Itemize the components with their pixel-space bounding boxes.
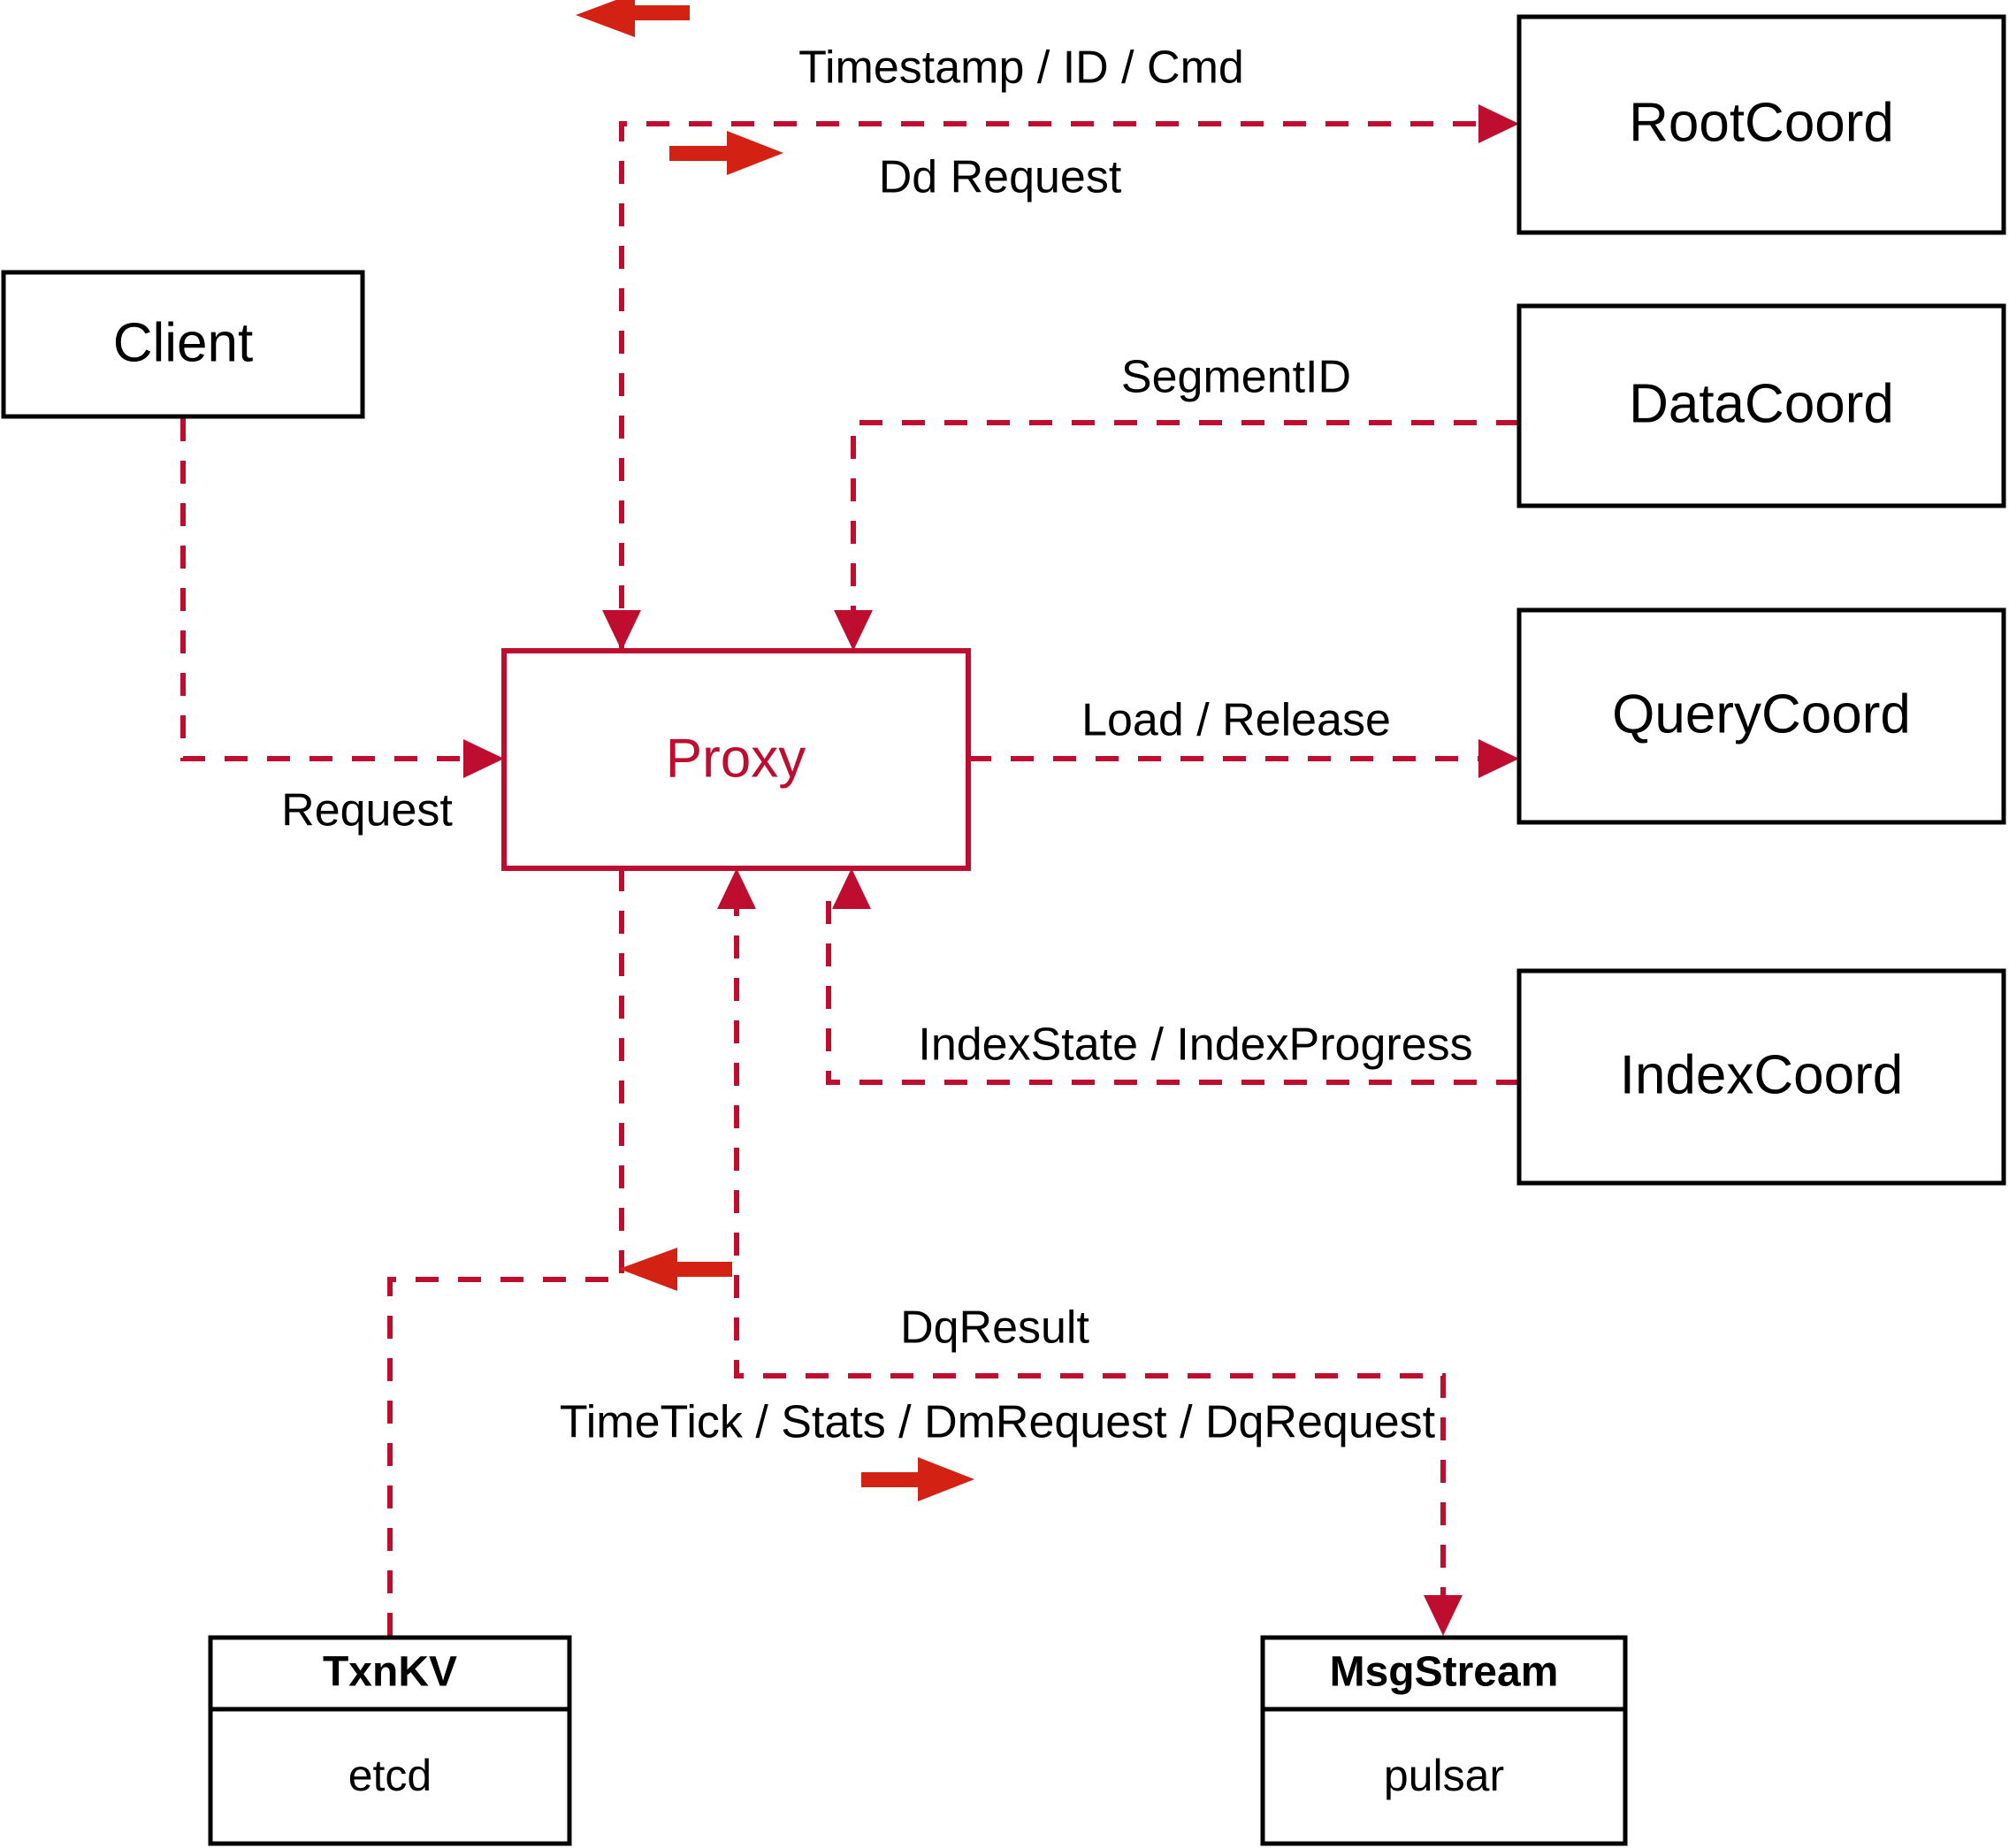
node-indexcoord-box[interactable]: [1516, 968, 2006, 1186]
edge-client-proxy: [180, 418, 504, 778]
edge-label-timetick-stats: TimeTick / Stats / DmRequest / DqRequest: [560, 1397, 1436, 1448]
node-indexcoord-label: IndexCoord: [1620, 1044, 1904, 1105]
node-datacoord-box[interactable]: [1516, 303, 2006, 508]
edge-client-proxy-arrowhead: [463, 739, 504, 778]
node-rootcoord[interactable]: RootCoord: [1516, 14, 2006, 235]
edge-proxy-msgstream-path: [734, 893, 1446, 1611]
edge-indexcoord-proxy-path: [826, 893, 1519, 1085]
node-client-label: Client: [113, 312, 254, 373]
edge-proxy-txnkv-path: [387, 868, 624, 1638]
node-proxy-label: Proxy: [666, 728, 806, 789]
node-querycoord[interactable]: QueryCoord: [1516, 607, 2006, 825]
edge-label-dd-request: Dd Request: [879, 152, 1122, 203]
node-proxy-box[interactable]: [501, 648, 971, 871]
edge-datacoord-proxy-arrowhead: [834, 610, 873, 651]
node-txnkv-box[interactable]: [208, 1635, 572, 1846]
edge-proxy-querycoord: [968, 739, 1519, 778]
node-msgstream-title: MsgStream: [1330, 1649, 1559, 1696]
node-datacoord-label: DataCoord: [1629, 373, 1894, 434]
direction-arrow-timestamp-head: [576, 0, 635, 37]
direction-arrow-dd-request: [669, 131, 783, 175]
edge-indexcoord-proxy: [826, 868, 1519, 1085]
direction-arrow-dqresult-tail: [674, 1262, 732, 1277]
direction-arrow-timetick-head: [918, 1457, 974, 1501]
node-proxy[interactable]: Proxy: [501, 648, 971, 871]
node-txnkv[interactable]: TxnKV etcd: [208, 1635, 572, 1846]
node-txnkv-title: TxnKV: [323, 1649, 457, 1696]
direction-arrow-dqresult-head: [619, 1248, 677, 1291]
edge-label-timestamp-id-cmd: Timestamp / ID / Cmd: [798, 42, 1244, 94]
edge-label-segment-id: SegmentID: [1121, 352, 1351, 403]
edge-proxy-txnkv: [387, 868, 624, 1638]
node-indexcoord[interactable]: IndexCoord: [1516, 968, 2006, 1186]
node-msgstream-box[interactable]: [1260, 1635, 1628, 1846]
direction-arrow-timetick-tail: [861, 1472, 925, 1487]
node-rootcoord-label: RootCoord: [1629, 92, 1894, 153]
direction-arrow-timetick: [861, 1457, 974, 1501]
node-rootcoord-box[interactable]: [1516, 14, 2006, 235]
node-client[interactable]: Client: [1, 270, 365, 419]
edge-proxy-rootcoord-arrowhead: [1478, 104, 1519, 143]
node-client-box[interactable]: [1, 270, 365, 419]
direction-arrow-timestamp: [576, 0, 690, 37]
edge-datacoord-proxy: [834, 420, 1519, 651]
direction-arrow-dd-request-head: [727, 131, 783, 175]
edge-proxy-msgstream-arrowhead: [1424, 1595, 1463, 1636]
direction-arrow-dd-request-tail: [669, 146, 733, 161]
edge-label-dq-result: DqResult: [900, 1302, 1089, 1354]
edge-label-load-release: Load / Release: [1081, 695, 1391, 746]
edge-proxy-rootcoord-path: [619, 121, 1494, 651]
node-msgstream-impl: pulsar: [1384, 1751, 1504, 1800]
edge-indexcoord-proxy-arrowhead: [832, 868, 871, 909]
edge-rootcoord-proxy-arrowhead: [602, 610, 641, 651]
edge-client-proxy-path: [180, 418, 479, 761]
node-datacoord[interactable]: DataCoord: [1516, 303, 2006, 508]
node-querycoord-box[interactable]: [1516, 607, 2006, 825]
node-msgstream[interactable]: MsgStream pulsar: [1260, 1635, 1628, 1846]
edge-msgstream-proxy-arrowhead: [717, 868, 756, 909]
edge-datacoord-proxy-path: [851, 420, 1519, 626]
edge-proxy-querycoord-arrowhead: [1478, 739, 1519, 778]
direction-arrow-dqresult: [619, 1248, 732, 1291]
edge-proxy-rootcoord: [602, 104, 1519, 651]
node-txnkv-impl: etcd: [348, 1751, 432, 1800]
direction-arrow-timestamp-tail: [631, 5, 690, 20]
node-querycoord-label: QueryCoord: [1612, 683, 1911, 745]
edge-proxy-msgstream: [717, 868, 1463, 1636]
edge-label-request: Request: [281, 785, 453, 836]
edge-label-index-state-progress: IndexState / IndexProgress: [918, 1019, 1472, 1071]
